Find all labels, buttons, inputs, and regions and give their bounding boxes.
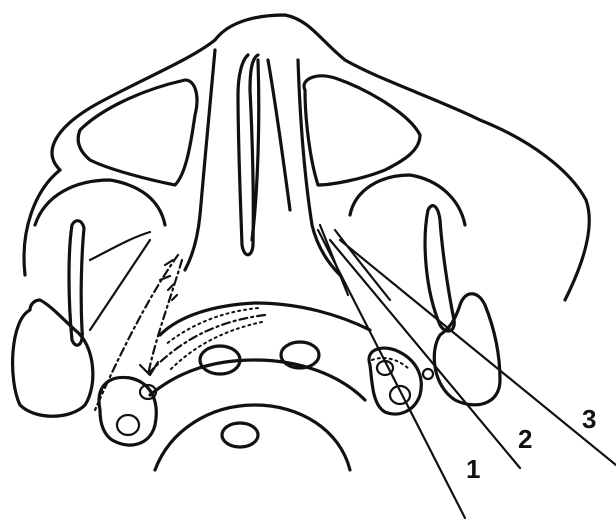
leader-line-2 [330,240,520,468]
left-pterygoid-line [90,232,150,260]
left-zygomatic-arch [35,180,165,225]
left-nasal-wall [185,50,215,270]
clivus-arc [150,360,365,400]
left-cartilage-marks [160,260,177,300]
left-lower-outline [24,170,60,275]
foramen-magnum [222,423,258,447]
label-1: 1 [466,454,480,484]
sphenoid-body [160,303,370,335]
label-2: 2 [518,424,532,454]
right-zygomatic-arch [350,175,465,225]
left-carotid-canal [117,415,139,435]
right-maxillary-sinus [304,76,420,185]
outer-skull-outline [52,15,589,300]
right-septal-line [268,60,290,210]
foramen-magnum-outer [155,405,350,470]
right-mandibular-condyle [434,294,500,405]
right-foramen-small [423,369,433,379]
left-maxillary-sinus [78,80,197,185]
label-3: 3 [582,404,596,434]
right-pterygoid-line [335,230,390,300]
